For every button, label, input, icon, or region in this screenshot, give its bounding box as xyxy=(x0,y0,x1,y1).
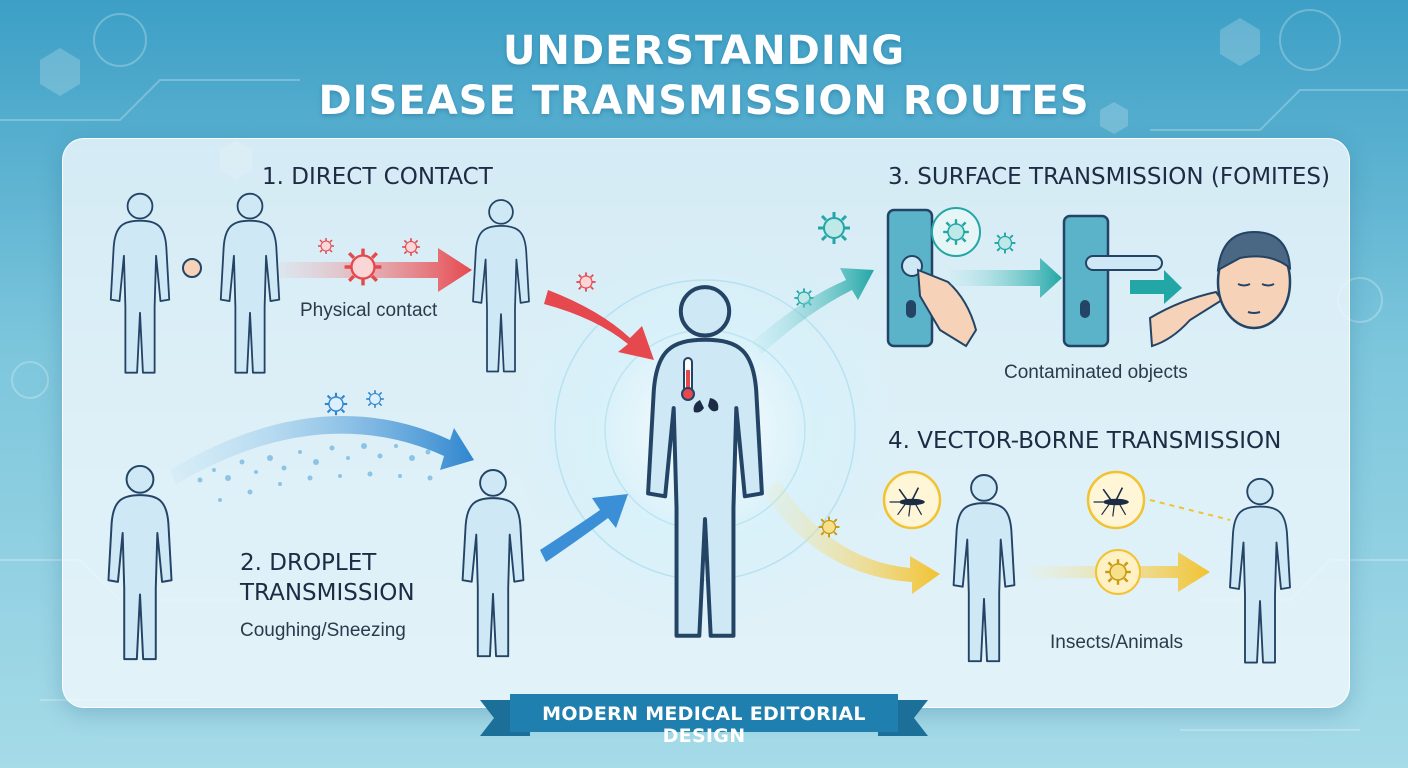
lungs-icon xyxy=(693,398,719,413)
route-3-heading: 3. SURFACE TRANSMISSION (FOMITES) xyxy=(888,164,1330,190)
direct-to-center-arrow xyxy=(544,290,654,360)
virus-icon xyxy=(1103,558,1133,586)
surface-arrow-1 xyxy=(950,258,1062,298)
title-line-1: UNDERSTANDING xyxy=(502,28,906,74)
route-4-caption: Insects/Animals xyxy=(1050,632,1184,653)
mosquito-icon xyxy=(882,470,1146,530)
virus-icon xyxy=(323,391,349,417)
route-2-heading-line-1: 2. DROPLET xyxy=(240,550,377,576)
center-to-vector-arrow xyxy=(764,480,940,594)
footer-ribbon xyxy=(480,694,928,736)
virus-icon xyxy=(816,210,852,246)
droplet-to-center-arrow xyxy=(540,494,628,562)
face-icon xyxy=(1216,230,1292,330)
virus-icon xyxy=(365,389,385,409)
direct-contact-group xyxy=(109,192,530,374)
route-2-heading-line-2: TRANSMISSION xyxy=(240,580,415,606)
droplet-arc-arrow xyxy=(170,416,474,484)
handshake-icon xyxy=(182,258,202,278)
surface-arrow-2 xyxy=(1130,270,1182,304)
direct-contact-arrow xyxy=(280,248,472,292)
route-3-caption: Contaminated objects xyxy=(1004,362,1188,383)
virus-icon xyxy=(993,231,1017,255)
door-handle-icon xyxy=(886,208,1163,348)
virus-icon xyxy=(817,515,841,539)
virus-icon xyxy=(942,217,970,247)
virus-icon xyxy=(342,246,384,288)
footer-ribbon-text: MODERN MEDICAL EDITORIAL DESIGN xyxy=(542,703,866,747)
center-to-surface-arrow xyxy=(752,268,874,354)
route-1-caption: Physical contact xyxy=(300,300,438,321)
route-4-heading: 4. VECTOR-BORNE TRANSMISSION xyxy=(888,428,1282,454)
virus-icon xyxy=(401,237,421,257)
title-line-2: DISEASE TRANSMISSION ROUTES xyxy=(318,78,1090,124)
thermometer-icon xyxy=(681,357,695,401)
route-2-caption: Coughing/Sneezing xyxy=(240,620,406,641)
virus-icon xyxy=(317,237,335,255)
route-1-heading: 1. DIRECT CONTACT xyxy=(262,164,493,190)
